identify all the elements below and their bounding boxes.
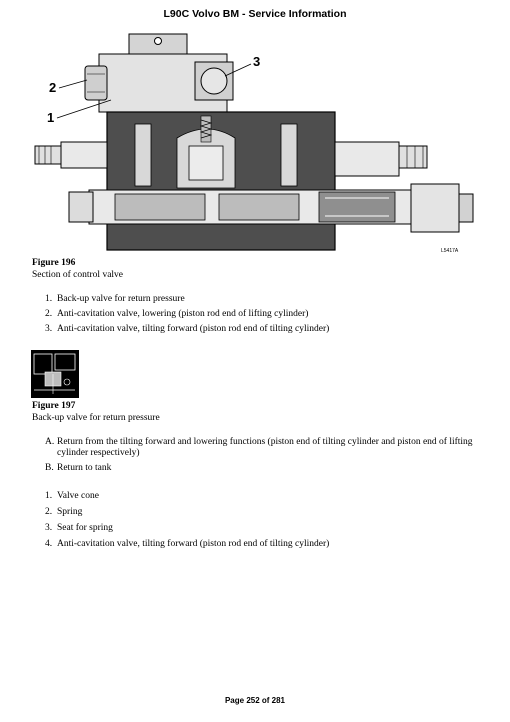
list-item: 3.Seat for spring [45, 523, 113, 533]
figure-196-legend: 1.Back-up valve for return pressure 2.An… [45, 294, 485, 335]
list-item: A.Return from the tilting forward and lo… [45, 437, 473, 458]
list-item: 3.Anti-cavitation valve, tilting forward… [45, 324, 330, 334]
callout-label: 1 [47, 110, 54, 125]
page-header: L90C Volvo BM - Service Information [163, 8, 347, 20]
list-item: 2.Spring [45, 507, 83, 517]
figure-code: L5417A [441, 248, 459, 254]
list-item: B.Return to tank [45, 463, 112, 473]
callout-label: 3 [253, 54, 260, 69]
callout-label: 2 [49, 80, 56, 95]
list-item: 4.Anti-cavitation valve, tilting forward… [45, 539, 330, 549]
list-item: 1.Back-up valve for return pressure [45, 294, 185, 304]
figure-197-caption: Back-up valve for return pressure [32, 413, 160, 423]
back-up-valve-thumbnail [31, 350, 79, 398]
figure-197-number-legend: 1.Valve cone 2.Spring 3.Seat for spring … [45, 491, 485, 550]
figure-196-caption: Section of control valve [32, 270, 124, 280]
figure-197-title: Figure 197 [32, 401, 76, 411]
control-valve-section-drawing: 2 1 3 L5417A [34, 33, 474, 254]
figure-197-letter-legend: A.Return from the tilting forward and lo… [45, 437, 485, 474]
figure-196-title: Figure 196 [32, 258, 76, 268]
list-item: 2.Anti-cavitation valve, lowering (pisto… [45, 309, 309, 319]
list-item: 1.Valve cone [45, 491, 99, 501]
page-number: Page 252 of 281 [224, 696, 286, 705]
